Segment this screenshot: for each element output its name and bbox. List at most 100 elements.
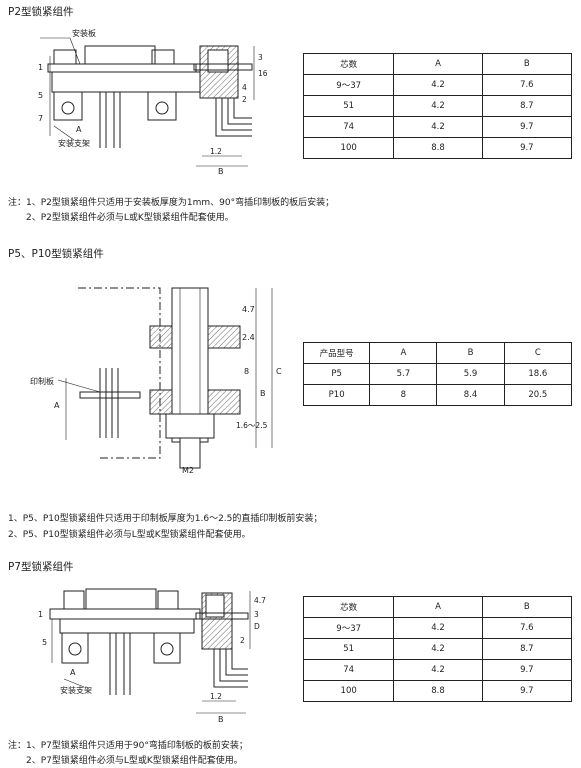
p5-cell: 8.4	[436, 384, 505, 406]
p7-cell: 74	[302, 659, 395, 681]
p2-th-2: B	[481, 53, 573, 75]
p5-pcb	[79, 391, 141, 399]
p7-dim-3: 3	[254, 610, 259, 619]
p2-cell: 100	[302, 137, 395, 159]
p2-dim-2: 2	[242, 95, 247, 104]
p7-pins	[109, 633, 131, 695]
table-row: 51 4.2 8.7	[302, 95, 573, 117]
p5-cell: 18.6	[503, 363, 573, 385]
p2-cell: 9.7	[481, 137, 573, 159]
p7-cell: 7.6	[481, 617, 573, 639]
p2-cell: 7.6	[481, 74, 573, 96]
table-row: 100 8.8 9.7	[302, 137, 573, 159]
p2-cell: 8.7	[481, 95, 573, 117]
p5-cell: 20.5	[503, 384, 573, 406]
p5-dim-8: 8	[244, 367, 249, 376]
p7-label-mount-bracket: 安装支架	[60, 685, 92, 695]
section-title-p7: P7型锁紧组件	[8, 561, 74, 573]
p2-th-1: A	[393, 53, 483, 75]
table-row: 9～37 4.2 7.6	[302, 617, 573, 639]
p7-dim-4-7: 4.7	[254, 596, 266, 605]
table-row: P10 8 8.4 20.5	[302, 384, 573, 406]
p2-note-1: 注：1、P2型锁紧组件只适用于安装板厚度为1mm、90°弯插印制板的板后安装；	[8, 198, 335, 208]
p7-dim-1: 1	[38, 610, 43, 619]
p7-dim-1-2: 1.2	[210, 692, 222, 701]
p7-dim-b: B	[218, 715, 224, 724]
p2-cell: 9.7	[481, 116, 573, 138]
p7-th-0: 芯数	[302, 596, 395, 618]
section-title-p2: P2型锁紧组件	[8, 6, 74, 18]
p7-side-plate	[195, 612, 249, 620]
p5-cell: 8	[369, 384, 438, 406]
p5-p10-spec-table: 产品型号 A B C P5 5.7 5.9 18.6 P10 8 8.4 20.…	[302, 342, 573, 406]
p2-note-2: 2、P2型锁紧组件必须与L或K型锁紧组件配套使用。	[26, 213, 234, 223]
p5-thread-stub	[179, 437, 201, 469]
p5-dim-2-4: 2.4	[242, 333, 255, 342]
p5-note-1: 1、P5、P10型锁紧组件只适用于印制板厚度为1.6～2.5的直插印制板前安装；	[8, 514, 323, 524]
p2-left-bracket	[53, 91, 83, 121]
p5-cell: 5.7	[369, 363, 438, 385]
p7-side-screw	[205, 594, 225, 618]
p2-cell: 8.8	[393, 137, 483, 159]
p7-right-screw	[157, 590, 179, 610]
p7-spec-table: 芯数 A B 9～37 4.2 7.6 51 4.2 8.7 74 4.2 9.…	[302, 596, 573, 702]
p2-side-screw	[207, 49, 229, 73]
p2-dim-1-2: 1.2	[210, 147, 222, 156]
p2-label-mount-plate: 安装板	[72, 28, 96, 38]
p2-cell: 74	[302, 116, 395, 138]
p7-drawing: 1 5 A 安装支架 1.2 B 4.7 3 D 2	[38, 588, 266, 724]
p7-cell: 8.7	[481, 638, 573, 660]
p7-cell: 4.2	[393, 659, 483, 681]
table-row: 74 4.2 9.7	[302, 659, 573, 681]
p7-dim-5: 5	[42, 638, 47, 647]
p5-outline	[78, 287, 161, 459]
table-row: 51 4.2 8.7	[302, 638, 573, 660]
p5-th-2: B	[436, 342, 505, 364]
p5-cell: P10	[302, 384, 371, 406]
p5-dim-b: B	[260, 389, 266, 398]
p2-right-screw-head	[151, 49, 175, 65]
p7-th-1: A	[393, 596, 483, 618]
p5-label-pcb: 印制板	[30, 376, 54, 386]
p2-dim-1: 1	[38, 63, 43, 72]
p2-dim-5: 5	[38, 91, 43, 100]
p7-right-bracket	[153, 632, 181, 664]
p2-dim-3: 3	[258, 53, 263, 62]
p5-dim-4-7: 4.7	[242, 305, 255, 314]
p2-cell: 4.2	[393, 74, 483, 96]
p2-right-bracket	[147, 91, 177, 121]
p2-cell: 51	[302, 95, 395, 117]
p2-dim-4: 4	[242, 83, 247, 92]
p2-drawing: 安装板 1 5 7 A 安装支架 1.2 B 3 16 4 2	[38, 28, 268, 176]
p2-th-0: 芯数	[302, 53, 395, 75]
p7-cell: 4.2	[393, 638, 483, 660]
p5-th-1: A	[369, 342, 438, 364]
p7-dim-2: 2	[240, 636, 245, 645]
table-row: P5 5.7 5.9 18.6	[302, 363, 573, 385]
p5-dim-range: 1.6～2.5	[236, 421, 268, 430]
p7-cell: 8.8	[393, 680, 483, 702]
p2-label-mount-bracket: 安装支架	[58, 138, 90, 148]
p5-cell: P5	[302, 363, 371, 385]
table-row: 100 8.8 9.7	[302, 680, 573, 702]
p5-cell: 5.9	[436, 363, 505, 385]
p7-note-2: 2、P7型锁紧组件必须与L型或K型锁紧组件配套使用。	[26, 756, 243, 766]
p5-th-3: C	[503, 342, 573, 364]
p2-side-pins	[215, 98, 252, 137]
p2-cell: 9～37	[302, 74, 395, 96]
p5-dim-a: A	[54, 401, 60, 410]
p7-connector-body	[85, 588, 157, 610]
p2-cell: 4.2	[393, 116, 483, 138]
p7-left-hole	[68, 642, 82, 656]
p7-plate	[49, 608, 201, 620]
p7-note-1: 注：1、P7型锁紧组件只适用于90°弯插印制板的板前安装；	[8, 741, 248, 751]
p5-dim-c: C	[276, 367, 282, 376]
p5-pins	[99, 368, 119, 438]
p2-left-hole	[61, 101, 75, 115]
p2-cell: 4.2	[393, 95, 483, 117]
p2-side-plate	[193, 63, 253, 71]
p7-left-bracket	[61, 632, 89, 664]
p2-shell	[51, 71, 201, 93]
p7-shell	[59, 618, 195, 634]
p7-side-pins	[213, 649, 248, 688]
